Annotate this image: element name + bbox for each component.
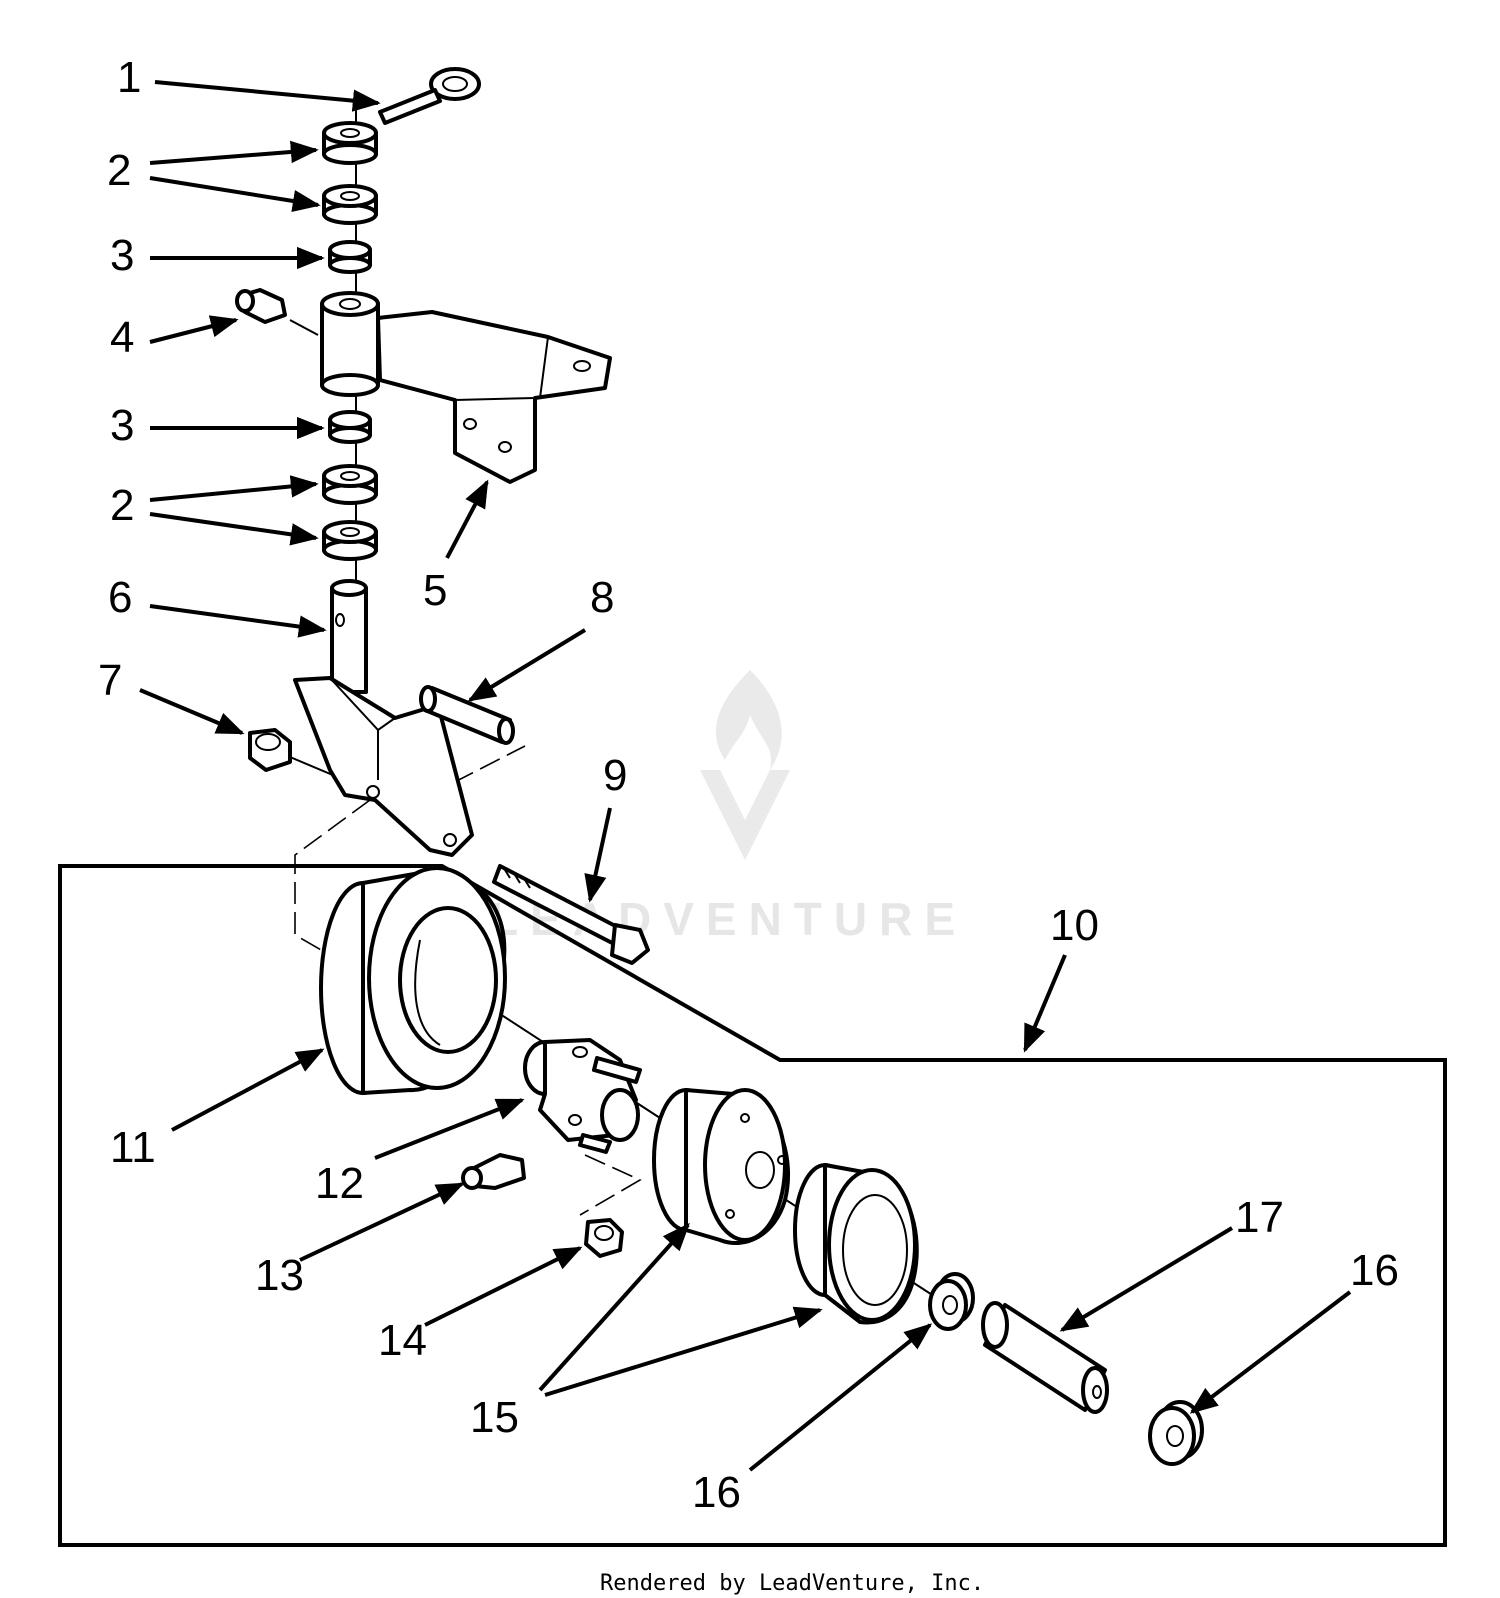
- part-2-bushing-lower: [322, 184, 378, 225]
- callout-2-lower: 2: [110, 481, 134, 530]
- callout-8: 8: [590, 573, 614, 622]
- part-2-bushing-lower-a: [322, 464, 378, 505]
- part-16-bearing: [928, 1272, 975, 1331]
- part-2-bushing-lower-b: [322, 520, 378, 561]
- callout-15: 15: [470, 1393, 519, 1442]
- assembly-outline: [58, 864, 1447, 1547]
- callout-9: 9: [603, 751, 627, 800]
- callout-16-right: 16: [1350, 1246, 1399, 1295]
- watermark-logo-icon: [700, 670, 790, 860]
- callout-4: 4: [110, 313, 134, 362]
- part-8-spacer-tube: [419, 685, 515, 745]
- part-14-nut-icon: [584, 1218, 624, 1258]
- part-5-caster-arm: [320, 291, 612, 484]
- part-2-bushing-upper: [322, 121, 378, 165]
- callout-16-lower: 16: [692, 1468, 741, 1517]
- callout-13: 13: [255, 1251, 304, 1300]
- callout-3-lower: 3: [110, 401, 134, 450]
- leader-lines: [139, 80, 1352, 1472]
- part-1-pin: [378, 67, 481, 125]
- part-13-grease-fitting-icon: [461, 1153, 526, 1190]
- callout-7: 7: [98, 656, 122, 705]
- part-15-wheel-half-outer: [793, 1163, 919, 1325]
- callout-10: 10: [1050, 901, 1099, 950]
- part-12-wheel-hub: [523, 1038, 642, 1154]
- callout-12: 12: [315, 1159, 364, 1208]
- part-17-spacer-tube: [981, 1301, 1109, 1414]
- render-credit: Rendered by LeadVenture, Inc.: [600, 1571, 984, 1596]
- callout-6: 6: [108, 573, 132, 622]
- callout-1: 1: [117, 53, 141, 102]
- part-6-caster-fork: [293, 579, 474, 857]
- callout-2-upper: 2: [107, 146, 131, 195]
- callout-3-upper: 3: [110, 231, 134, 280]
- callout-17: 17: [1235, 1193, 1284, 1242]
- part-15-wheel-half-inner: [652, 1088, 790, 1246]
- callout-5: 5: [423, 566, 447, 615]
- part-7-lock-nut-icon: [248, 728, 292, 772]
- part-4-grease-fitting-icon: [235, 288, 287, 324]
- part-11-tire: [319, 866, 507, 1095]
- part-3-spacer-upper: [328, 240, 372, 274]
- part-16-bearing-right: [1148, 1400, 1204, 1466]
- part-3-spacer-lower: [328, 410, 372, 444]
- part-9-bolt: [492, 864, 650, 965]
- callout-14: 14: [378, 1316, 427, 1365]
- callout-11: 11: [110, 1123, 156, 1172]
